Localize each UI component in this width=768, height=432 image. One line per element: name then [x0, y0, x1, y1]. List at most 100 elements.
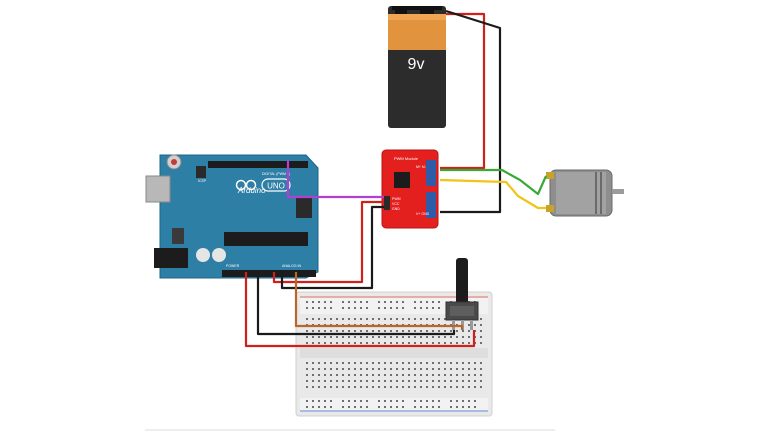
- breadboard-hole: [324, 330, 326, 332]
- breadboard-hole: [384, 362, 386, 364]
- breadboard-hole: [432, 406, 434, 408]
- breadboard-hole: [420, 400, 422, 402]
- breadboard-hole: [366, 336, 368, 338]
- breadboard-hole: [348, 301, 350, 303]
- breadboard-hole: [420, 362, 422, 364]
- breadboard-hole: [384, 301, 386, 303]
- breadboard-hole: [408, 362, 410, 364]
- breadboard-hole: [384, 380, 386, 382]
- breadboard-hole: [408, 380, 410, 382]
- breadboard-hole: [402, 400, 404, 402]
- breadboard-hole: [318, 362, 320, 364]
- breadboard-hole: [360, 400, 362, 402]
- wire-module-gnd-black: [280, 205, 384, 290]
- breadboard-hole: [336, 374, 338, 376]
- breadboard-hole: [366, 342, 368, 344]
- breadboard-hole: [420, 336, 422, 338]
- breadboard-hole: [372, 318, 374, 320]
- breadboard-hole: [366, 318, 368, 320]
- breadboard-hole: [396, 362, 398, 364]
- breadboard-hole: [402, 380, 404, 382]
- breadboard-hole: [444, 380, 446, 382]
- breadboard-hole: [468, 400, 470, 402]
- breadboard-hole: [306, 368, 308, 370]
- module-pin-gnd: GND: [392, 207, 400, 211]
- breadboard-hole: [456, 386, 458, 388]
- breadboard-hole: [312, 301, 314, 303]
- breadboard-hole: [342, 380, 344, 382]
- breadboard-hole: [336, 380, 338, 382]
- breadboard-hole: [450, 406, 452, 408]
- breadboard-hole: [354, 406, 356, 408]
- wire-pwm-purple: [286, 160, 384, 199]
- breadboard-hole: [456, 362, 458, 364]
- breadboard-hole: [324, 318, 326, 320]
- breadboard-hole: [342, 374, 344, 376]
- breadboard-hole: [396, 342, 398, 344]
- breadboard-hole: [402, 342, 404, 344]
- breadboard-hole: [432, 307, 434, 309]
- breadboard-hole: [390, 318, 392, 320]
- breadboard-hole: [360, 307, 362, 309]
- breadboard-hole: [306, 318, 308, 320]
- breadboard-hole: [480, 318, 482, 320]
- breadboard-hole: [480, 336, 482, 338]
- breadboard-hole: [426, 380, 428, 382]
- breadboard-hole: [378, 318, 380, 320]
- breadboard-hole: [354, 380, 356, 382]
- breadboard-hole: [384, 406, 386, 408]
- breadboard-hole: [420, 406, 422, 408]
- breadboard-hole: [354, 342, 356, 344]
- breadboard-hole: [330, 336, 332, 338]
- breadboard-hole: [414, 380, 416, 382]
- breadboard-hole: [312, 406, 314, 408]
- dc-motor-icon: [546, 169, 624, 217]
- breadboard-hole: [306, 380, 308, 382]
- breadboard-hole: [420, 342, 422, 344]
- battery-9v-icon: 9v: [388, 6, 446, 128]
- breadboard-hole: [372, 330, 374, 332]
- breadboard-hole: [366, 307, 368, 309]
- wire-battery-positive: [440, 12, 486, 170]
- breadboard-hole: [426, 307, 428, 309]
- breadboard-hole: [378, 374, 380, 376]
- breadboard-hole: [432, 336, 434, 338]
- breadboard-hole: [312, 386, 314, 388]
- breadboard-hole: [432, 368, 434, 370]
- breadboard-hole: [390, 400, 392, 402]
- breadboard-hole: [378, 380, 380, 382]
- breadboard-hole: [348, 330, 350, 332]
- breadboard-hole: [330, 386, 332, 388]
- breadboard-hole: [324, 374, 326, 376]
- breadboard-hole: [414, 307, 416, 309]
- breadboard-hole: [312, 342, 314, 344]
- breadboard-hole: [432, 386, 434, 388]
- breadboard-hole: [384, 368, 386, 370]
- breadboard-hole: [396, 386, 398, 388]
- breadboard-hole: [330, 368, 332, 370]
- breadboard-hole: [354, 374, 356, 376]
- breadboard-hole: [360, 368, 362, 370]
- breadboard-hole: [468, 362, 470, 364]
- breadboard-hole: [354, 307, 356, 309]
- wire-analog-orange: [294, 272, 464, 330]
- breadboard-hole: [408, 336, 410, 338]
- breadboard-hole: [450, 400, 452, 402]
- breadboard-hole: [396, 400, 398, 402]
- breadboard-hole: [318, 380, 320, 382]
- breadboard-hole: [348, 400, 350, 402]
- breadboard-hole: [408, 330, 410, 332]
- breadboard-hole: [444, 318, 446, 320]
- breadboard-hole: [468, 380, 470, 382]
- breadboard-hole: [330, 342, 332, 344]
- breadboard-hole: [378, 342, 380, 344]
- breadboard-hole: [414, 336, 416, 338]
- breadboard-hole: [366, 406, 368, 408]
- breadboard-hole: [324, 342, 326, 344]
- breadboard-hole: [330, 374, 332, 376]
- breadboard-hole: [456, 368, 458, 370]
- breadboard-hole: [432, 374, 434, 376]
- breadboard-hole: [414, 362, 416, 364]
- breadboard-hole: [456, 342, 458, 344]
- breadboard-hole: [438, 307, 440, 309]
